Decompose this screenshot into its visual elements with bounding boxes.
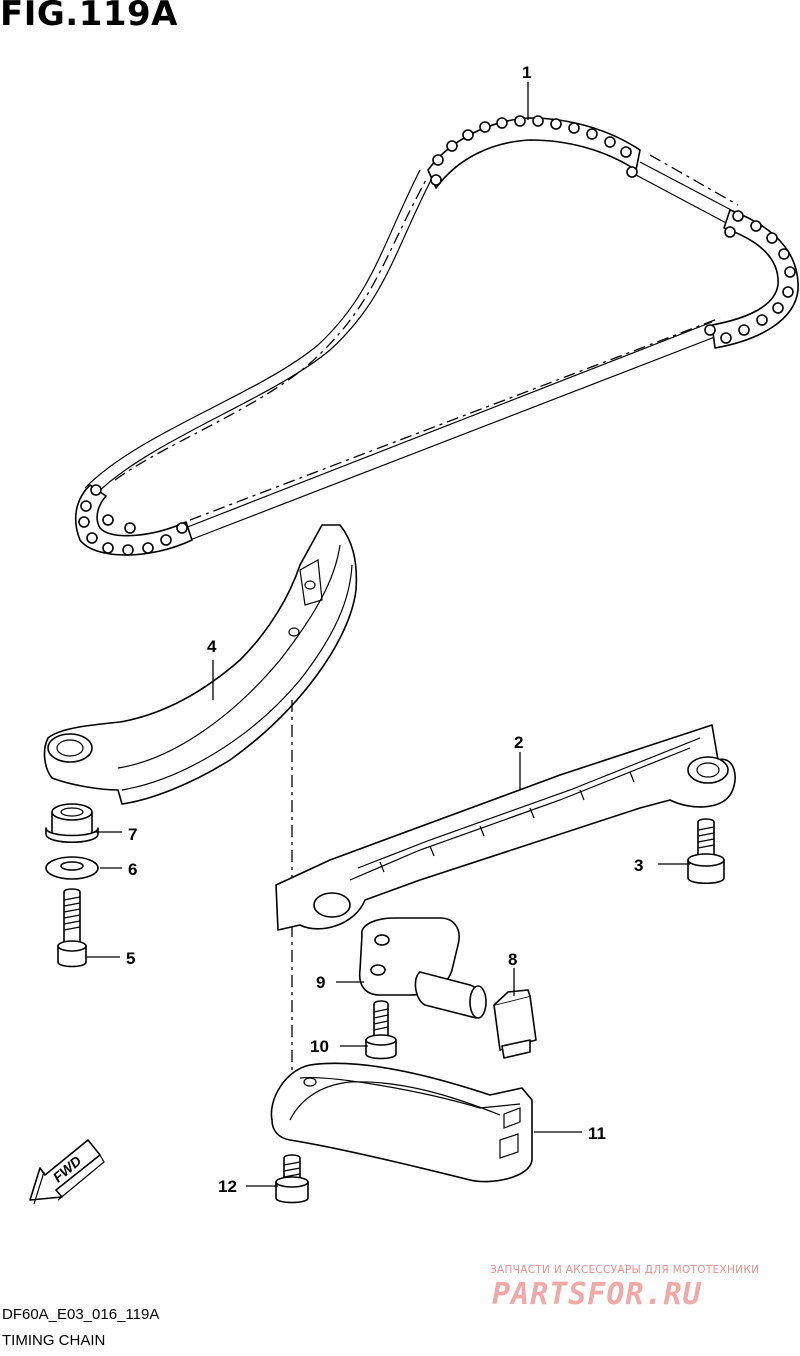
watermark-logo: PARTSFOR.RU (492, 1277, 702, 1312)
leader-lines (86, 82, 690, 1187)
callout-4: 4 (207, 637, 217, 656)
chain-guide-lower[interactable] (275, 724, 736, 931)
bolt-10[interactable] (365, 1000, 397, 1060)
bolt-3[interactable] (687, 818, 725, 885)
callout-labels: 1 4 2 7 3 6 5 8 9 10 11 12 (126, 63, 643, 1196)
watermark-tagline: ЗАПЧАСТИ И АКСЕССУАРЫ ДЛЯ МОТОТЕХНИКИ (490, 1264, 760, 1276)
callout-10: 10 (310, 1037, 329, 1056)
callout-9: 9 (316, 973, 325, 992)
washer[interactable] (45, 856, 99, 880)
tensioner-pad[interactable] (493, 989, 537, 1059)
callout-3: 3 (634, 856, 643, 875)
chain-links-top (430, 115, 638, 186)
callout-2: 2 (514, 733, 523, 752)
chain-links-right (704, 210, 796, 344)
chain-guide-upper[interactable] (43, 524, 358, 805)
fwd-arrow-icon: FWD (29, 1139, 105, 1205)
callout-6: 6 (128, 860, 137, 879)
diagram-caption: TIMING CHAIN (2, 1332, 106, 1349)
callout-5: 5 (126, 949, 135, 968)
diagram-code: DF60A_E03_016_119A (2, 1306, 160, 1323)
chain-links-bottom (78, 484, 188, 556)
bolt-12[interactable] (275, 1154, 309, 1204)
callout-11: 11 (588, 1124, 606, 1143)
callout-12: 12 (218, 1177, 237, 1196)
timing-chain[interactable] (74, 115, 799, 556)
callout-1: 1 (522, 63, 531, 82)
collar[interactable] (45, 803, 99, 843)
callout-8: 8 (508, 950, 517, 969)
bolt-5[interactable] (57, 888, 87, 968)
chain-tensioner[interactable] (358, 917, 487, 1019)
callout-7: 7 (128, 825, 137, 844)
figure-title: FIG.119A (0, 0, 178, 34)
chain-cover[interactable] (270, 1062, 533, 1183)
